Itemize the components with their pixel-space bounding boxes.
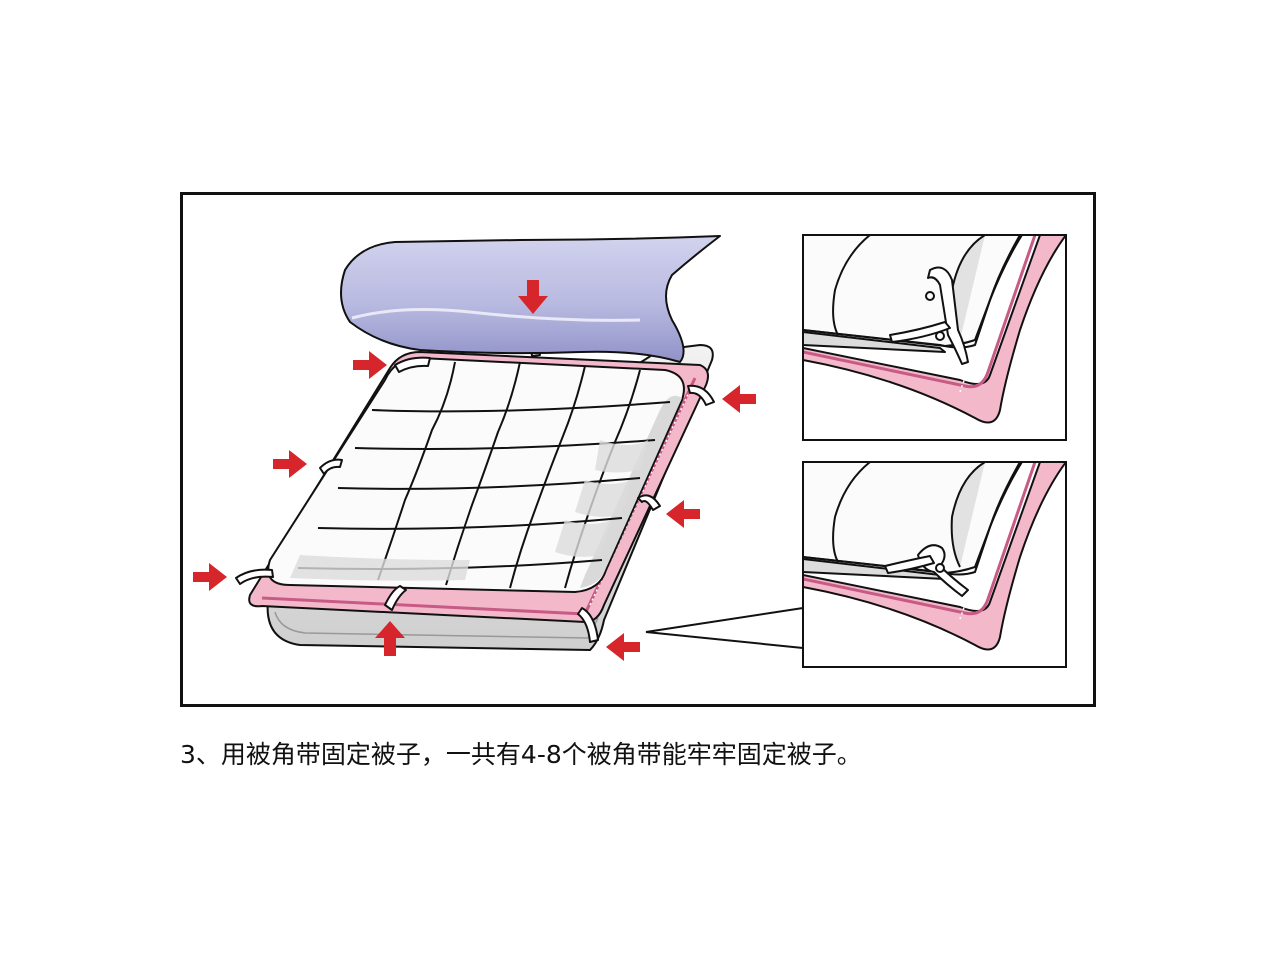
- red-arrow-icon: [193, 563, 227, 591]
- tie-strap: [394, 356, 431, 373]
- red-arrow-icon: [353, 351, 387, 379]
- tie-strap: [319, 458, 343, 475]
- detail-inset-1: [802, 234, 1067, 441]
- red-arrow-icon: [375, 621, 405, 656]
- inset-frame: [802, 461, 1067, 668]
- tie-strap: [384, 585, 407, 611]
- red-arrow-icon: [606, 633, 640, 661]
- inset-frame: [802, 234, 1067, 441]
- red-arrow-icon: [666, 500, 700, 528]
- caption-text: 3、用被角带固定被子，一共有4-8个被角带能牢牢固定被子。: [180, 740, 862, 769]
- red-arrow-icon: [273, 450, 307, 478]
- red-arrow-icons: [193, 280, 756, 661]
- tie-strap: [577, 607, 599, 643]
- red-arrow-icon: [518, 280, 548, 314]
- main-quilt-illustration: [235, 235, 721, 651]
- tie-strap: [637, 494, 661, 511]
- tie-strap: [235, 568, 274, 585]
- red-arrow-icon: [722, 385, 756, 413]
- tie-strap: [687, 384, 715, 406]
- callout-pointer: [645, 607, 804, 649]
- detail-inset-2: [802, 461, 1067, 668]
